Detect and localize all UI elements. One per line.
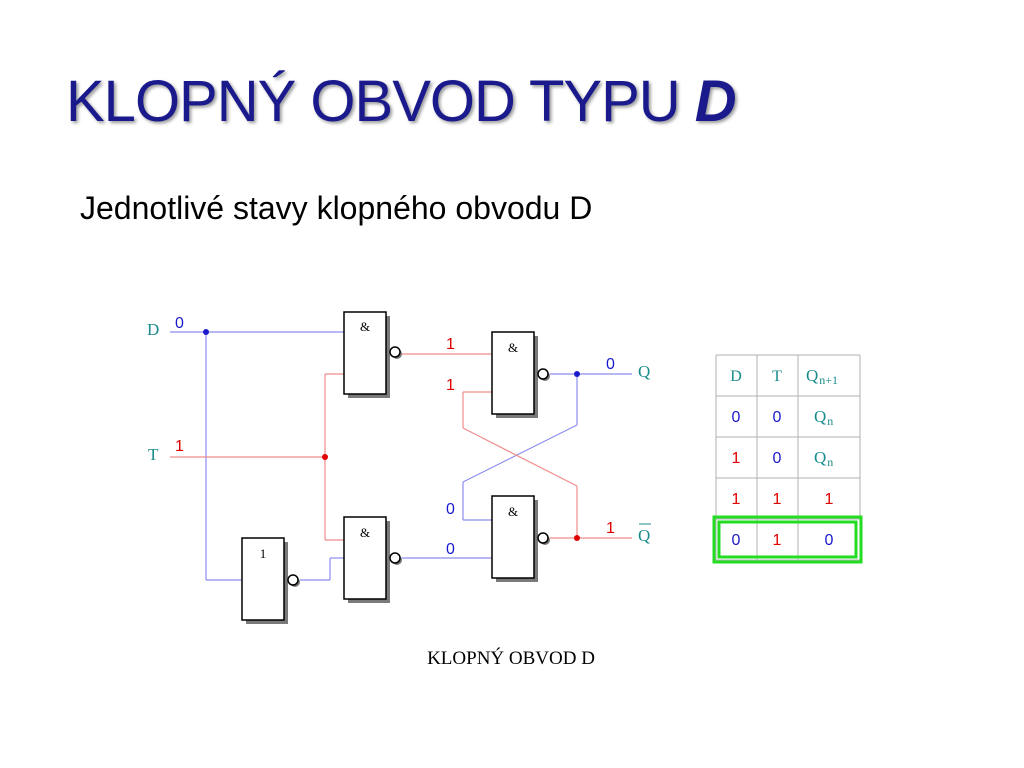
input-d-value: 0 bbox=[175, 315, 184, 332]
slide-title: KLOPNÝ OBVOD TYPU D bbox=[66, 68, 737, 135]
signal-qbar-value: 1 bbox=[606, 520, 615, 537]
junction-d bbox=[203, 329, 209, 335]
slide-subtitle: Jednotlivé stavy klopného obvodu D bbox=[80, 190, 593, 226]
output-q-label: Q bbox=[638, 362, 650, 381]
table-row: 0 0 Qn bbox=[732, 407, 834, 428]
wire-qbar-feedback-cross bbox=[462, 427, 578, 487]
and-gate-bottom-left: & bbox=[343, 516, 402, 603]
gate-symbol: 1 bbox=[260, 546, 267, 561]
svg-text:0: 0 bbox=[825, 532, 834, 549]
svg-text:0: 0 bbox=[773, 409, 782, 426]
and-gate-top-right: & bbox=[491, 331, 550, 418]
header-t: T bbox=[772, 368, 782, 385]
signal-top-gate1-out: 1 bbox=[446, 336, 455, 353]
title-accent: D bbox=[694, 69, 737, 134]
svg-text:1: 1 bbox=[773, 532, 782, 549]
truth-table: D T Qn+1 0 0 Qn 1 0 Qn 1 1 1 0 1 0 bbox=[712, 354, 863, 564]
svg-text:1: 1 bbox=[732, 450, 741, 467]
junction-t bbox=[322, 454, 328, 460]
gate-symbol: & bbox=[508, 340, 518, 355]
svg-text:1: 1 bbox=[732, 491, 741, 508]
junction-qbar bbox=[574, 535, 580, 541]
signal-bottom-gate2-in-top: 0 bbox=[446, 501, 455, 518]
svg-text:Qn: Qn bbox=[814, 407, 833, 428]
table-row-highlighted: 0 1 0 bbox=[732, 532, 834, 549]
wire-q-feedback-cross bbox=[462, 424, 578, 483]
gate-symbol: & bbox=[360, 319, 370, 334]
gate-symbol: & bbox=[508, 504, 518, 519]
blue-wires bbox=[170, 331, 632, 581]
svg-text:0: 0 bbox=[732, 409, 741, 426]
svg-text:0: 0 bbox=[732, 532, 741, 549]
red-wires bbox=[170, 353, 632, 541]
svg-text:Qn: Qn bbox=[814, 448, 833, 469]
highlight-box-inner bbox=[717, 520, 858, 559]
table-row: 1 0 Qn bbox=[732, 448, 834, 469]
junction-q bbox=[574, 371, 580, 377]
and-gate-bottom-right: & bbox=[491, 495, 550, 582]
highlight-box bbox=[712, 515, 863, 564]
signal-bottom-gate2-in-bottom: 0 bbox=[446, 541, 455, 558]
signal-q-value: 0 bbox=[606, 356, 615, 373]
title-main: KLOPNÝ OBVOD TYPU bbox=[66, 69, 695, 134]
input-t-value: 1 bbox=[175, 438, 184, 455]
gate-symbol: & bbox=[360, 525, 370, 540]
svg-text:1: 1 bbox=[825, 491, 834, 508]
table-row: 1 1 1 bbox=[732, 491, 834, 508]
header-d: D bbox=[730, 368, 742, 385]
input-d-label: D bbox=[147, 320, 159, 339]
signal-top-gate2-in: 1 bbox=[446, 377, 455, 394]
header-q: Qn+1 bbox=[806, 366, 838, 387]
truth-table-header: D T Qn+1 bbox=[730, 366, 838, 387]
output-qbar-label: Q bbox=[638, 526, 650, 545]
and-gate-top-left: & bbox=[343, 311, 402, 398]
not-gate: 1 bbox=[241, 537, 300, 624]
diagram-caption: KLOPNÝ OBVOD D bbox=[427, 647, 595, 669]
input-t-label: T bbox=[148, 445, 159, 464]
svg-text:1: 1 bbox=[773, 491, 782, 508]
svg-text:0: 0 bbox=[773, 450, 782, 467]
